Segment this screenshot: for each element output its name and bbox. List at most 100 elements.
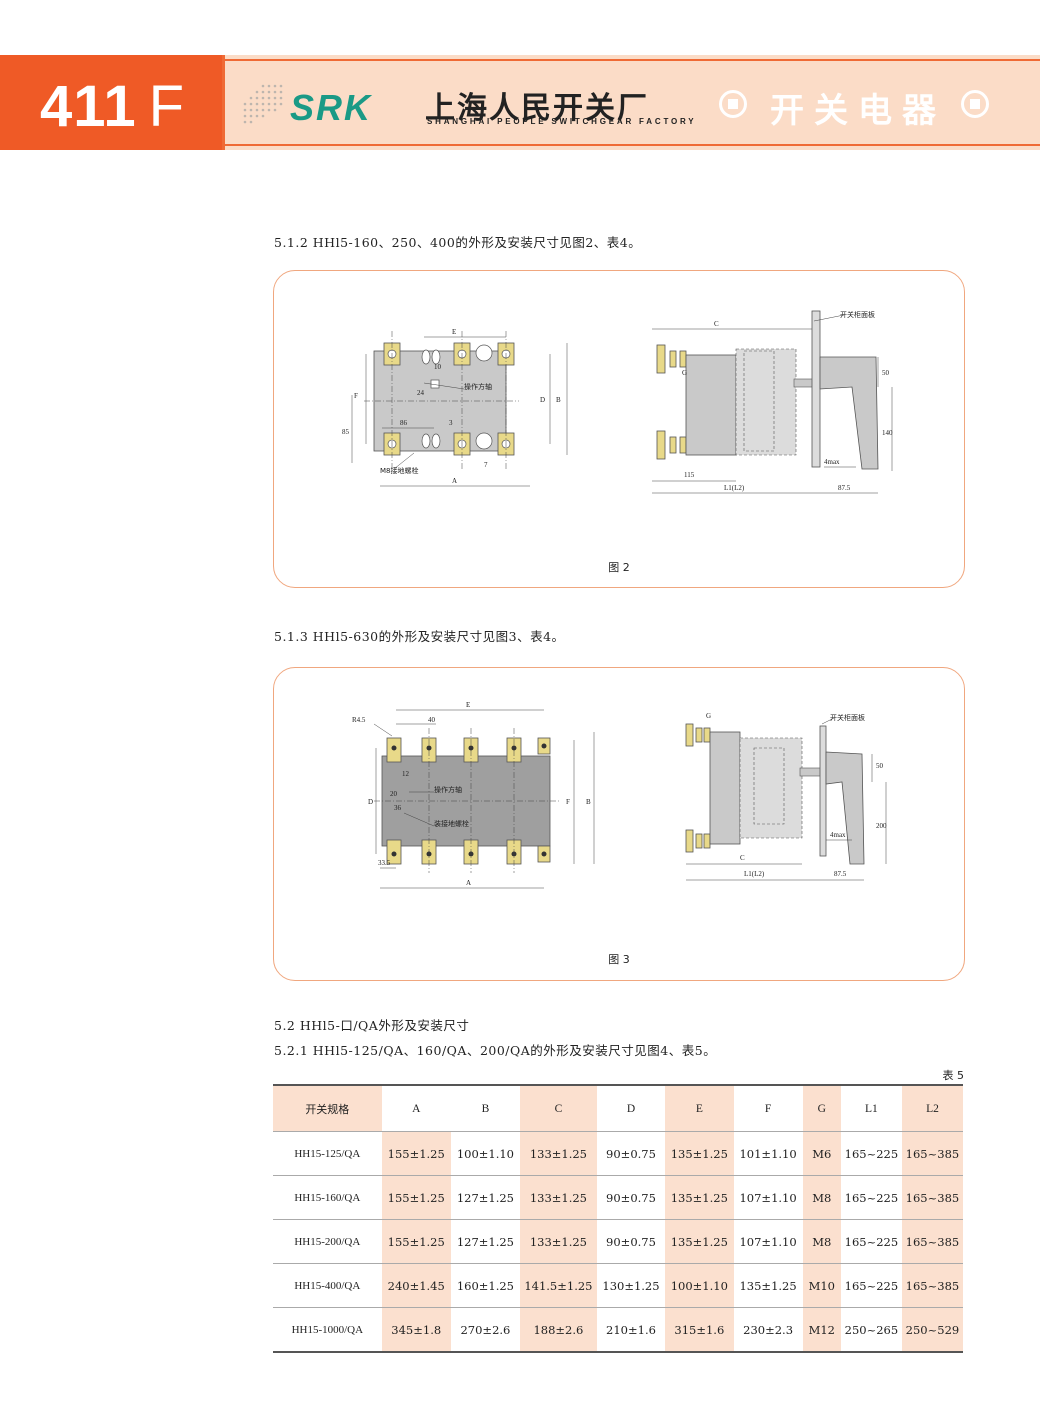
fig3-ground-label: 装接地螺栓 bbox=[434, 819, 469, 828]
table-header-row: 开关规格 A B C D E F G L1 L2 bbox=[273, 1084, 963, 1132]
fig2-label-L: L1(L2) bbox=[724, 484, 745, 492]
fig3-label-A: A bbox=[466, 879, 471, 887]
table-header-cell: G bbox=[802, 1084, 841, 1132]
fig3-label-D: D bbox=[368, 798, 373, 806]
fig3-label-F: F bbox=[566, 798, 570, 806]
fig3-dim-50: 50 bbox=[876, 762, 884, 770]
fig2-label-B: B bbox=[556, 396, 561, 404]
table-header-cell: L1 bbox=[840, 1084, 902, 1132]
table-row: HH15-400/QA 240±1.45 160±1.25 141.5±1.25… bbox=[273, 1263, 963, 1308]
section-5-2: 5.2 HHl5-口/QA外形及安装尺寸 bbox=[274, 1018, 470, 1033]
table-cell: HH15-1000/QA bbox=[273, 1307, 382, 1353]
table-cell: M8 bbox=[802, 1219, 841, 1264]
table-cell: 90±0.75 bbox=[596, 1219, 666, 1264]
fig2-label-F: F bbox=[354, 392, 358, 400]
table-header-cell: E bbox=[665, 1084, 734, 1132]
fig3-dim-20: 20 bbox=[390, 790, 398, 798]
fig2-dim-4max: 4max bbox=[824, 458, 840, 466]
table-header-cell: L2 bbox=[901, 1084, 963, 1132]
fig2-panel-label: 开关柜面板 bbox=[840, 310, 875, 319]
square-bullet-icon bbox=[719, 90, 747, 118]
table-cell: 165~225 bbox=[840, 1175, 902, 1220]
brand-logo: SRK bbox=[290, 87, 373, 128]
fig3-dim-87-5: 87.5 bbox=[834, 870, 847, 878]
table-cell: 90±0.75 bbox=[596, 1131, 666, 1176]
table-cell: 133±1.25 bbox=[520, 1219, 597, 1264]
fig2-label-A: A bbox=[452, 477, 457, 485]
fig3-label-B: B bbox=[586, 798, 591, 806]
table-cell: 155±1.25 bbox=[381, 1131, 451, 1176]
fig2-label-D: D bbox=[540, 396, 545, 404]
fig2-dim-7: 7 bbox=[484, 461, 488, 469]
header-rule-top bbox=[0, 59, 1040, 61]
table-cell: 165~225 bbox=[840, 1219, 902, 1264]
fig3-dim-33-5: 33.5 bbox=[378, 859, 391, 867]
fig2-dim-3: 3 bbox=[449, 419, 453, 427]
table-cell: 165~385 bbox=[901, 1175, 963, 1220]
section-5-1-3: 5.1.3 HHl5-630的外形及安装尺寸见图3、表4。 bbox=[274, 629, 565, 644]
table-cell: 155±1.25 bbox=[381, 1219, 451, 1264]
header-rule-bottom bbox=[0, 144, 1040, 146]
table-row: HH15-1000/QA 345±1.8 270±2.6 188±2.6 210… bbox=[273, 1307, 963, 1353]
fig2-ground-label: M8接地螺栓 bbox=[380, 466, 419, 475]
dot-pattern-icon bbox=[243, 84, 283, 124]
table-cell: 270±2.6 bbox=[450, 1307, 521, 1353]
figure-2-caption: 图 2 bbox=[608, 561, 630, 574]
fig3-label-L: L1(L2) bbox=[744, 870, 765, 878]
fig3-dim-200: 200 bbox=[876, 822, 887, 830]
table-cell: 165~385 bbox=[901, 1131, 963, 1176]
fig2-dim-140: 140 bbox=[882, 429, 893, 437]
fig3-label-G: G bbox=[706, 712, 711, 720]
table-cell: 165~385 bbox=[901, 1219, 963, 1264]
table-cell: 141.5±1.25 bbox=[520, 1263, 597, 1308]
table-header-cell: A bbox=[381, 1084, 451, 1132]
table-row: HH15-160/QA 155±1.25 127±1.25 133±1.25 9… bbox=[273, 1175, 963, 1220]
table-header-cell: C bbox=[520, 1084, 597, 1132]
table-cell: 130±1.25 bbox=[596, 1263, 666, 1308]
table-cell: 90±0.75 bbox=[596, 1175, 666, 1220]
table-cell: 100±1.10 bbox=[450, 1131, 521, 1176]
table-cell: 135±1.25 bbox=[665, 1175, 734, 1220]
table-cell: 135±1.25 bbox=[665, 1131, 734, 1176]
fig2-label-C: C bbox=[714, 320, 719, 328]
table-cell: 240±1.45 bbox=[381, 1263, 451, 1308]
table-cell: 127±1.25 bbox=[450, 1175, 521, 1220]
table-cell: 345±1.8 bbox=[381, 1307, 451, 1353]
spec-table: 开关规格 A B C D E F G L1 L2 HH15-125/QA 155… bbox=[273, 1084, 963, 1353]
fig2-dim-24: 24 bbox=[417, 389, 425, 397]
table-cell: HH15-400/QA bbox=[273, 1263, 382, 1308]
figure-3-caption: 图 3 bbox=[608, 953, 630, 966]
fig2-label-E: E bbox=[452, 328, 456, 336]
table-cell: 101±1.10 bbox=[733, 1131, 803, 1176]
table-cell: 165~225 bbox=[840, 1131, 902, 1176]
table-header-cell: F bbox=[733, 1084, 803, 1132]
fig3-dim-4max: 4max bbox=[830, 831, 846, 839]
fig2-dim-50: 50 bbox=[882, 369, 890, 377]
fig2-dim-86: 86 bbox=[400, 419, 408, 427]
fig3-front-view: R4.5 E 40 D F B A 33.5 20 36 12 操作方轴 装接地… bbox=[352, 701, 595, 889]
table-cell: M10 bbox=[802, 1263, 841, 1308]
table-cell: HH15-160/QA bbox=[273, 1175, 382, 1220]
table-cell: 127±1.25 bbox=[450, 1219, 521, 1264]
figure-2-frame: E F D B A 10 24 86 3 85 7 操作方轴 M8接地螺栓 bbox=[273, 270, 965, 588]
table-header-cell: B bbox=[450, 1084, 521, 1132]
table-cell: 165~225 bbox=[840, 1263, 902, 1308]
table-row: HH15-200/QA 155±1.25 127±1.25 133±1.25 9… bbox=[273, 1219, 963, 1264]
fig2-dim-10: 10 bbox=[434, 363, 442, 371]
table-cell: 160±1.25 bbox=[450, 1263, 521, 1308]
table-cell: M8 bbox=[802, 1175, 841, 1220]
table-header-cell: D bbox=[596, 1084, 666, 1132]
table-cell: 230±2.3 bbox=[733, 1307, 803, 1353]
fig2-dim-87-5: 87.5 bbox=[838, 484, 851, 492]
table-label: 表 5 bbox=[942, 1069, 965, 1082]
company-name-cn: 上海人民开关厂 bbox=[425, 91, 649, 126]
fig3-label-E: E bbox=[466, 701, 470, 709]
square-bullet-icon bbox=[961, 90, 989, 118]
table-cell: M6 bbox=[802, 1131, 841, 1176]
fig2-side-view: C G 开关柜面板 50 140 4max 115 L1(L2) 87.5 bbox=[652, 310, 893, 494]
section-5-2-1: 5.2.1 HHl5-125/QA、160/QA、200/QA的外形及安装尺寸见… bbox=[274, 1043, 717, 1058]
table-cell: 250~529 bbox=[901, 1307, 963, 1353]
fig3-dim-12: 12 bbox=[402, 770, 410, 778]
